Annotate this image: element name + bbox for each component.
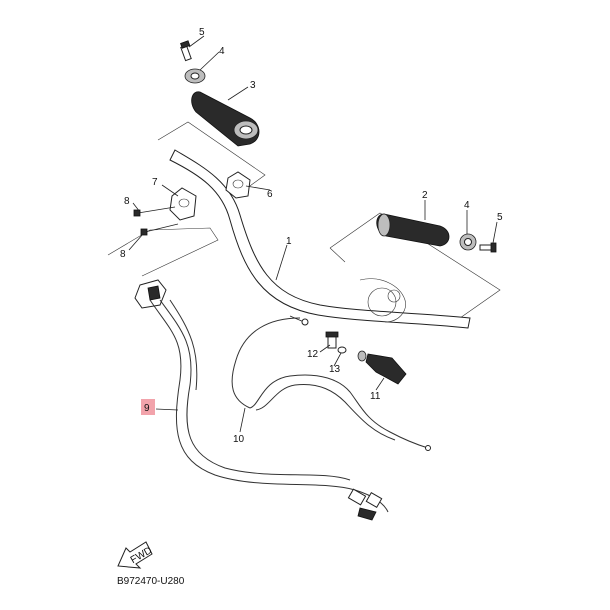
grip-end-weight-left[interactable] [184,68,206,84]
leader-lines [128,35,498,433]
cable-9-end-connector[interactable] [347,488,383,521]
callout-5-top: 5 [199,27,205,38]
callout-6: 6 [267,189,273,200]
callout-3: 3 [250,80,256,91]
callout-10: 10 [233,434,245,445]
callout-7: 7 [152,177,158,188]
callout-8-bottom: 8 [120,249,126,260]
callout-4-right: 4 [464,200,470,211]
end-bolt-right[interactable] [479,242,497,253]
callout-5-right: 5 [497,212,503,223]
clutch-switch-connector[interactable] [134,279,167,309]
callout-9-highlighted: 9 [141,399,155,415]
left-grip[interactable] [191,91,260,147]
handlebar[interactable] [169,149,471,329]
handlebar-holder-right[interactable] [225,171,251,199]
fwd-arrow-icon: FWD [117,541,154,569]
holder-bolts[interactable] [133,206,179,236]
grip-end-weight-right[interactable] [459,233,477,251]
throttle-cable-10[interactable] [231,315,431,451]
callouts: 5 4 3 7 6 8 8 2 4 5 1 12 13 11 10 9 [120,27,503,445]
handlebar-holder-left[interactable] [169,187,197,221]
fwd-label: FWD [129,545,154,566]
callout-8-top: 8 [124,196,130,207]
throttle-grip[interactable] [376,213,450,247]
svg-text:9: 9 [144,403,150,414]
throttle-housing-cover[interactable] [357,350,407,385]
washer[interactable] [337,346,347,354]
guide-frames [107,121,501,326]
callout-11: 11 [370,391,381,402]
callout-13: 13 [329,364,341,375]
diagram-code: B972470-U280 [117,576,185,587]
cable-adjuster-bolt[interactable] [325,331,339,349]
callout-4-top: 4 [219,46,225,57]
callout-2: 2 [422,190,428,201]
callout-1: 1 [286,236,292,247]
callout-12: 12 [307,349,319,360]
cable-9[interactable] [149,299,389,521]
end-bolt-left[interactable] [180,40,192,62]
